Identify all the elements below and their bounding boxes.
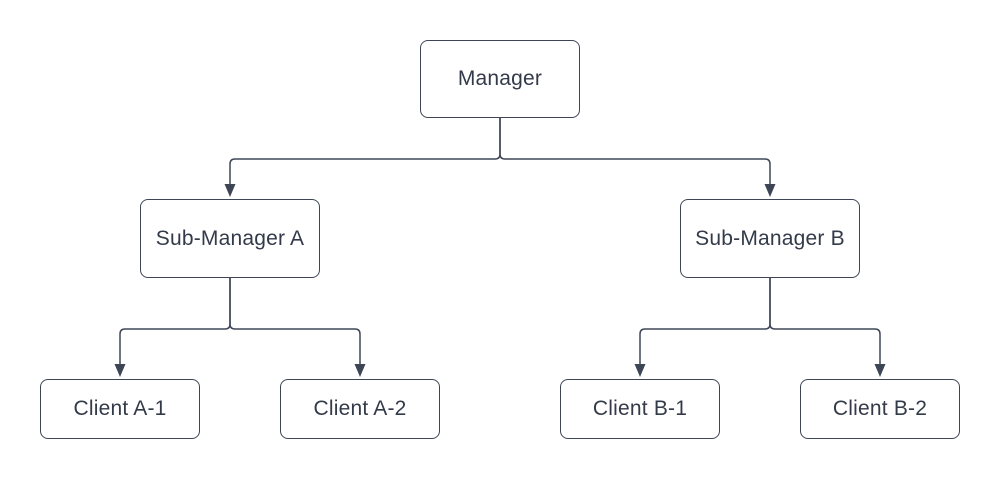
node-client-b-2: Client B-2 [800, 379, 960, 439]
node-client-a-1: Client A-1 [40, 379, 200, 439]
node-label: Client B-2 [832, 397, 928, 420]
node-label: Sub-Manager B [695, 226, 845, 250]
node-client-a-2: Client A-2 [280, 379, 440, 439]
node-label: Client B-1 [592, 397, 688, 420]
node-label: Client A-1 [73, 397, 167, 420]
node-label: Client A-2 [313, 397, 407, 420]
node-sub-manager-b: Sub-Manager B [680, 199, 860, 278]
node-label: Manager [457, 67, 543, 90]
node-client-b-1: Client B-1 [560, 379, 720, 439]
node-manager: Manager [420, 40, 580, 118]
node-sub-manager-a: Sub-Manager A [140, 199, 320, 278]
node-label: Sub-Manager A [155, 226, 305, 250]
